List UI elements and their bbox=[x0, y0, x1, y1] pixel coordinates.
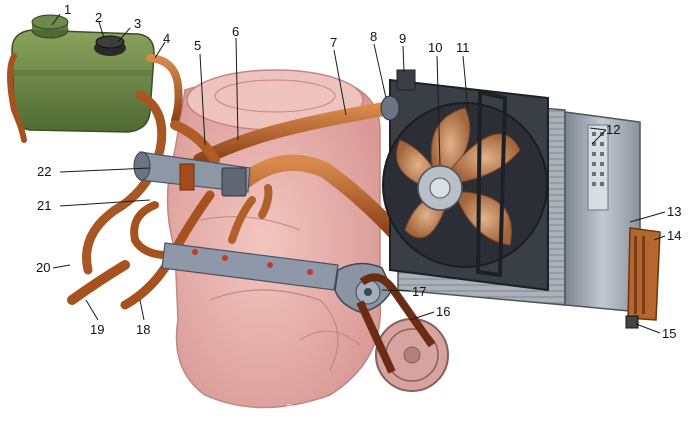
callout-13: 13 bbox=[667, 204, 681, 219]
hose-19 bbox=[67, 260, 130, 305]
callout-11: 11 bbox=[456, 40, 470, 55]
expansion-tank bbox=[11, 14, 155, 133]
coolant-hoses bbox=[7, 53, 403, 310]
callout-8: 8 bbox=[370, 29, 377, 44]
callout-7: 7 bbox=[330, 35, 337, 50]
callout-5: 5 bbox=[194, 38, 201, 53]
drain-plug bbox=[625, 315, 639, 329]
radiator-inlet bbox=[380, 69, 416, 121]
hose-20 bbox=[82, 90, 167, 275]
callout-20: 20 bbox=[36, 260, 50, 275]
callout-12: 12 bbox=[606, 122, 620, 137]
callout-19: 19 bbox=[90, 322, 104, 337]
watermark: © И.Д.Т.Р. bbox=[285, 401, 342, 415]
callout-22: 22 bbox=[37, 164, 51, 179]
callout-21: 21 bbox=[37, 198, 51, 213]
hose-5 bbox=[170, 120, 220, 165]
thermostat-manifold bbox=[133, 151, 251, 197]
hose-21 bbox=[130, 201, 184, 260]
callout-16: 16 bbox=[436, 304, 450, 319]
lower-radiator-hose bbox=[232, 154, 403, 240]
hose-6 bbox=[193, 101, 397, 167]
callout-3: 3 bbox=[134, 16, 141, 31]
callout-2: 2 bbox=[95, 10, 102, 25]
tank-left-hose bbox=[7, 53, 27, 143]
callout-leaders bbox=[51, 13, 666, 334]
callout-9: 9 bbox=[399, 31, 406, 46]
callout-14: 14 bbox=[667, 228, 681, 243]
drive-belt bbox=[356, 273, 436, 374]
pressure-cap-icon bbox=[94, 35, 126, 56]
callout-18: 18 bbox=[136, 322, 150, 337]
callout-6: 6 bbox=[232, 24, 239, 39]
callout-17: 17 bbox=[412, 284, 426, 299]
callout-1: 1 bbox=[64, 2, 71, 17]
callout-15: 15 bbox=[662, 326, 676, 341]
tank-cap-icon bbox=[31, 14, 69, 39]
callout-labels: 1 2 3 4 5 6 7 8 9 10 11 12 13 14 15 16 1… bbox=[36, 2, 681, 341]
hose-4 bbox=[146, 54, 183, 124]
water-pump-inlet-pipe bbox=[161, 242, 339, 291]
cooling-fan bbox=[396, 89, 521, 278]
callout-4: 4 bbox=[163, 31, 170, 46]
callout-10: 10 bbox=[428, 40, 442, 55]
